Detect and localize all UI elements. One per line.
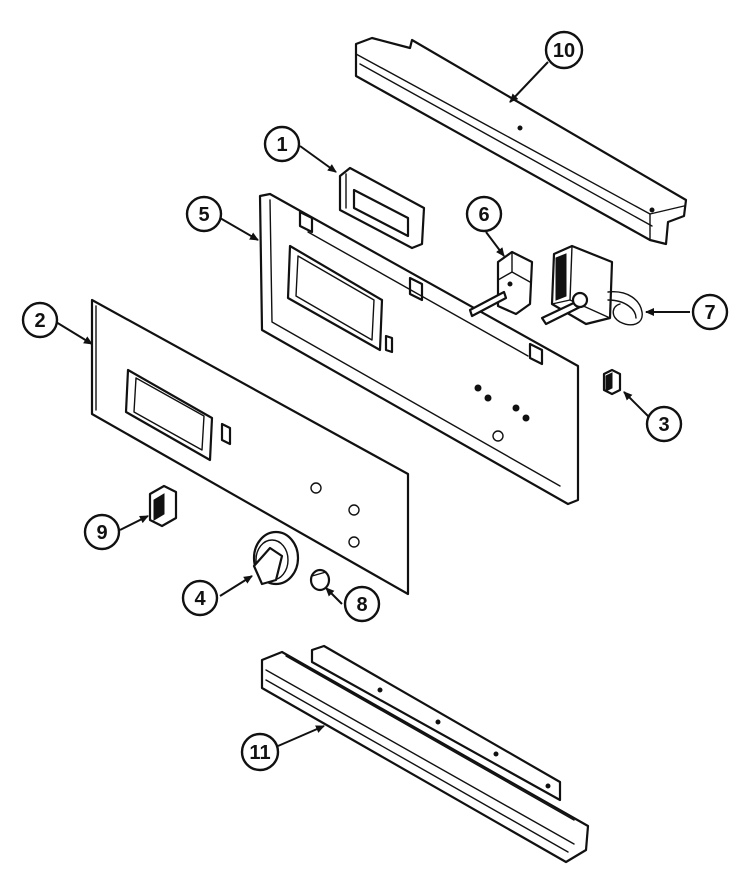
part-10-upper-trim xyxy=(354,36,688,246)
leader-8 xyxy=(325,587,343,605)
leader-3 xyxy=(623,391,651,419)
callout-11: 11 xyxy=(240,732,280,772)
leader-11 xyxy=(277,725,325,747)
callout-2-label: 2 xyxy=(34,310,45,332)
callout-2: 2 xyxy=(21,301,59,339)
callout-7: 7 xyxy=(691,293,729,331)
part-4-control-knob xyxy=(252,530,300,586)
leader-1 xyxy=(299,145,337,173)
leader-4 xyxy=(219,575,253,597)
callout-8: 8 xyxy=(343,585,381,623)
callout-5: 5 xyxy=(185,195,223,233)
leader-5 xyxy=(219,217,259,241)
part-3-small-switch xyxy=(602,368,622,396)
callout-5-label: 5 xyxy=(198,204,209,226)
callout-1: 1 xyxy=(263,125,301,163)
callout-6: 6 xyxy=(465,195,503,233)
leader-6 xyxy=(485,231,505,257)
part-8-push-button xyxy=(309,568,331,592)
callout-7-label: 7 xyxy=(704,302,715,324)
part-9-rocker-switch xyxy=(148,484,178,528)
leader-2 xyxy=(55,321,93,345)
callout-9-label: 9 xyxy=(96,522,107,544)
part-7-motor-assembly xyxy=(540,244,643,326)
callout-6-label: 6 xyxy=(478,204,489,226)
callout-4: 4 xyxy=(181,579,219,617)
part-6-thermostat xyxy=(468,250,534,318)
callout-10-label: 10 xyxy=(553,40,575,62)
leader-9 xyxy=(119,515,149,531)
callout-9: 9 xyxy=(83,513,121,551)
part-11-lower-trim xyxy=(260,644,590,864)
callout-8-label: 8 xyxy=(356,594,367,616)
leader-10 xyxy=(509,61,549,103)
callout-11-label: 11 xyxy=(249,742,270,764)
callout-1-label: 1 xyxy=(276,134,287,156)
callout-4-label: 4 xyxy=(194,588,206,610)
callout-3-label: 3 xyxy=(658,414,669,436)
part-2-control-panel xyxy=(90,298,410,596)
part-1-display-module xyxy=(338,166,426,250)
part-5-backing-panel xyxy=(258,192,580,506)
callout-3: 3 xyxy=(645,405,683,443)
callout-10: 10 xyxy=(544,30,584,70)
